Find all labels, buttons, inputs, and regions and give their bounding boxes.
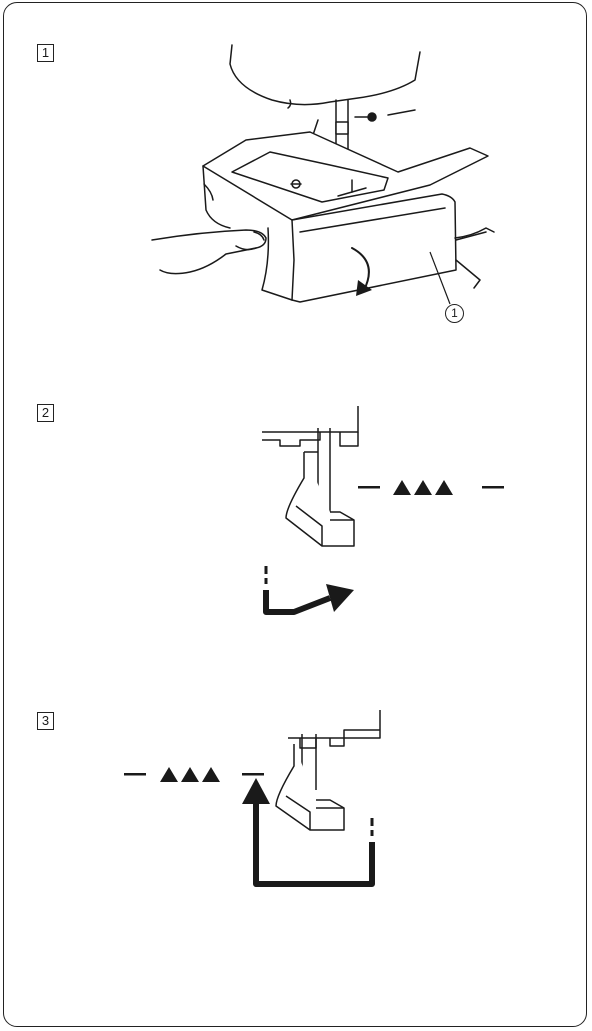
- bent-arrow-right-up-icon: [263, 566, 354, 615]
- step-2-label: 2: [37, 404, 54, 422]
- step-3-label: 3: [37, 712, 54, 730]
- step-1-label: 1: [37, 44, 54, 62]
- page-frame: [3, 2, 587, 1027]
- callout-1: 1: [445, 304, 464, 323]
- feed-dog-indicator-icon: [358, 480, 504, 495]
- u-turn-arrow-up-icon: [242, 778, 375, 887]
- feed-dog-indicator-icon: [124, 767, 264, 782]
